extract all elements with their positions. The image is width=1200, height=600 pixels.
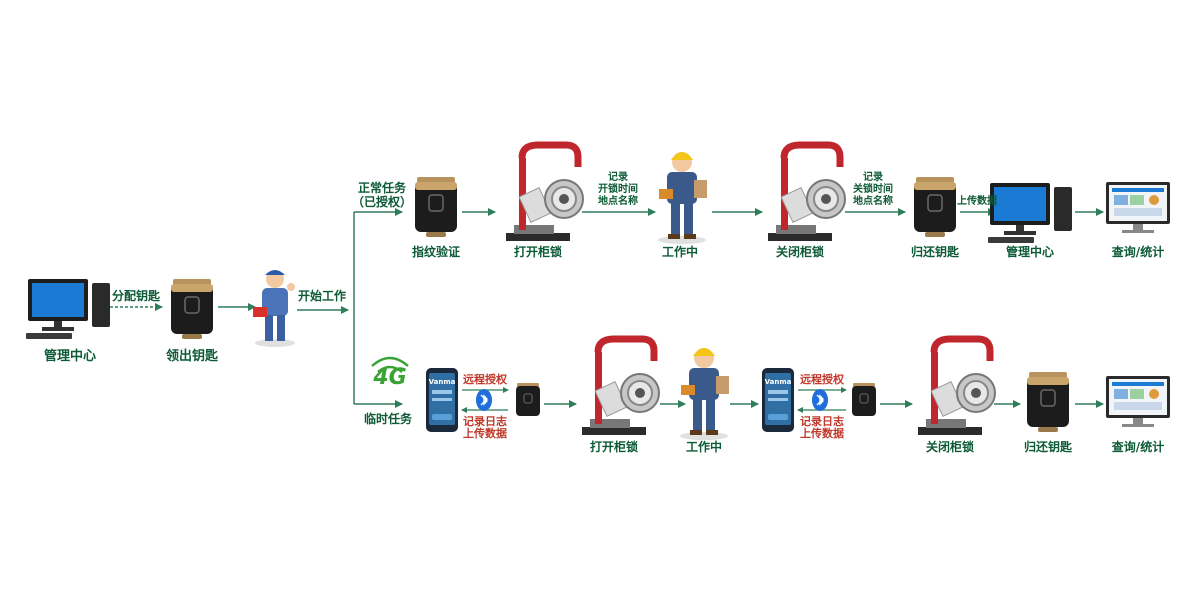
label-get-key: 领出钥匙 bbox=[165, 349, 219, 364]
label-mgmt-center: 管理中心 bbox=[43, 349, 97, 364]
management-pc-icon-top bbox=[988, 183, 1072, 243]
label-return-key-2: 归还钥匙 bbox=[1023, 440, 1073, 454]
label-start-work: 开始工作 bbox=[297, 289, 347, 303]
label-remote-auth-1: 远程授权 bbox=[463, 373, 507, 386]
label-4g: 4G bbox=[373, 365, 407, 390]
label-query: 查询/统计 bbox=[1111, 245, 1165, 259]
label-mgmt-center-top: 管理中心 bbox=[1005, 245, 1055, 259]
cabinet-lock-open-icon bbox=[506, 145, 583, 241]
label-upload: 上传数据 bbox=[957, 196, 997, 207]
management-pc-icon bbox=[26, 279, 110, 339]
label-normal-task: 正常任务 （已授权） bbox=[351, 181, 413, 209]
worker-icon-2 bbox=[680, 348, 729, 440]
label-log-upload-1: 记录日志 上传数据 bbox=[463, 415, 507, 440]
worker-icon bbox=[658, 152, 707, 244]
label-working: 工作中 bbox=[661, 245, 699, 259]
label-query-2: 查询/统计 bbox=[1111, 440, 1165, 454]
label-remote-auth-2: 远程授权 bbox=[800, 373, 844, 386]
report-monitor-icon-2 bbox=[1106, 376, 1170, 427]
worker-thumbs-up-icon bbox=[253, 270, 295, 347]
label-return-key: 归还钥匙 bbox=[910, 245, 960, 259]
smart-key-icon bbox=[170, 278, 214, 340]
label-record-close: 记录 关锁时间 地点名称 bbox=[853, 172, 893, 207]
cabinet-lock-close-icon bbox=[768, 145, 845, 241]
report-monitor-icon bbox=[1106, 182, 1170, 233]
small-key-icon bbox=[515, 382, 541, 417]
label-phone-brand-2: Vanma bbox=[764, 378, 792, 386]
fingerprint-key-icon bbox=[414, 176, 458, 238]
label-record-open: 记录 开锁时间 地点名称 bbox=[598, 172, 638, 207]
label-close-cabinet-2: 关闭柜锁 bbox=[925, 440, 975, 454]
label-open-cabinet-2: 打开柜锁 bbox=[589, 440, 639, 454]
4g-badge-icon bbox=[371, 356, 409, 373]
cabinet-lock-close-icon-2 bbox=[918, 339, 995, 435]
return-key-icon-2 bbox=[1026, 371, 1070, 433]
bluetooth-icon-2 bbox=[811, 388, 829, 412]
return-key-icon bbox=[913, 176, 957, 238]
label-open-cabinet: 打开柜锁 bbox=[513, 245, 563, 259]
label-assign-key: 分配钥匙 bbox=[111, 289, 161, 303]
label-close-cabinet: 关闭柜锁 bbox=[775, 245, 825, 259]
bluetooth-icon bbox=[475, 388, 493, 412]
label-temp-task: 临时任务 bbox=[363, 412, 413, 426]
small-key-icon-2 bbox=[851, 382, 877, 417]
label-working-2: 工作中 bbox=[685, 440, 723, 454]
label-phone-brand: Vanma bbox=[428, 378, 456, 386]
label-fingerprint: 指纹验证 bbox=[411, 245, 461, 259]
cabinet-lock-open-icon-2 bbox=[582, 339, 659, 435]
label-log-upload-2: 记录日志 上传数据 bbox=[800, 415, 844, 440]
